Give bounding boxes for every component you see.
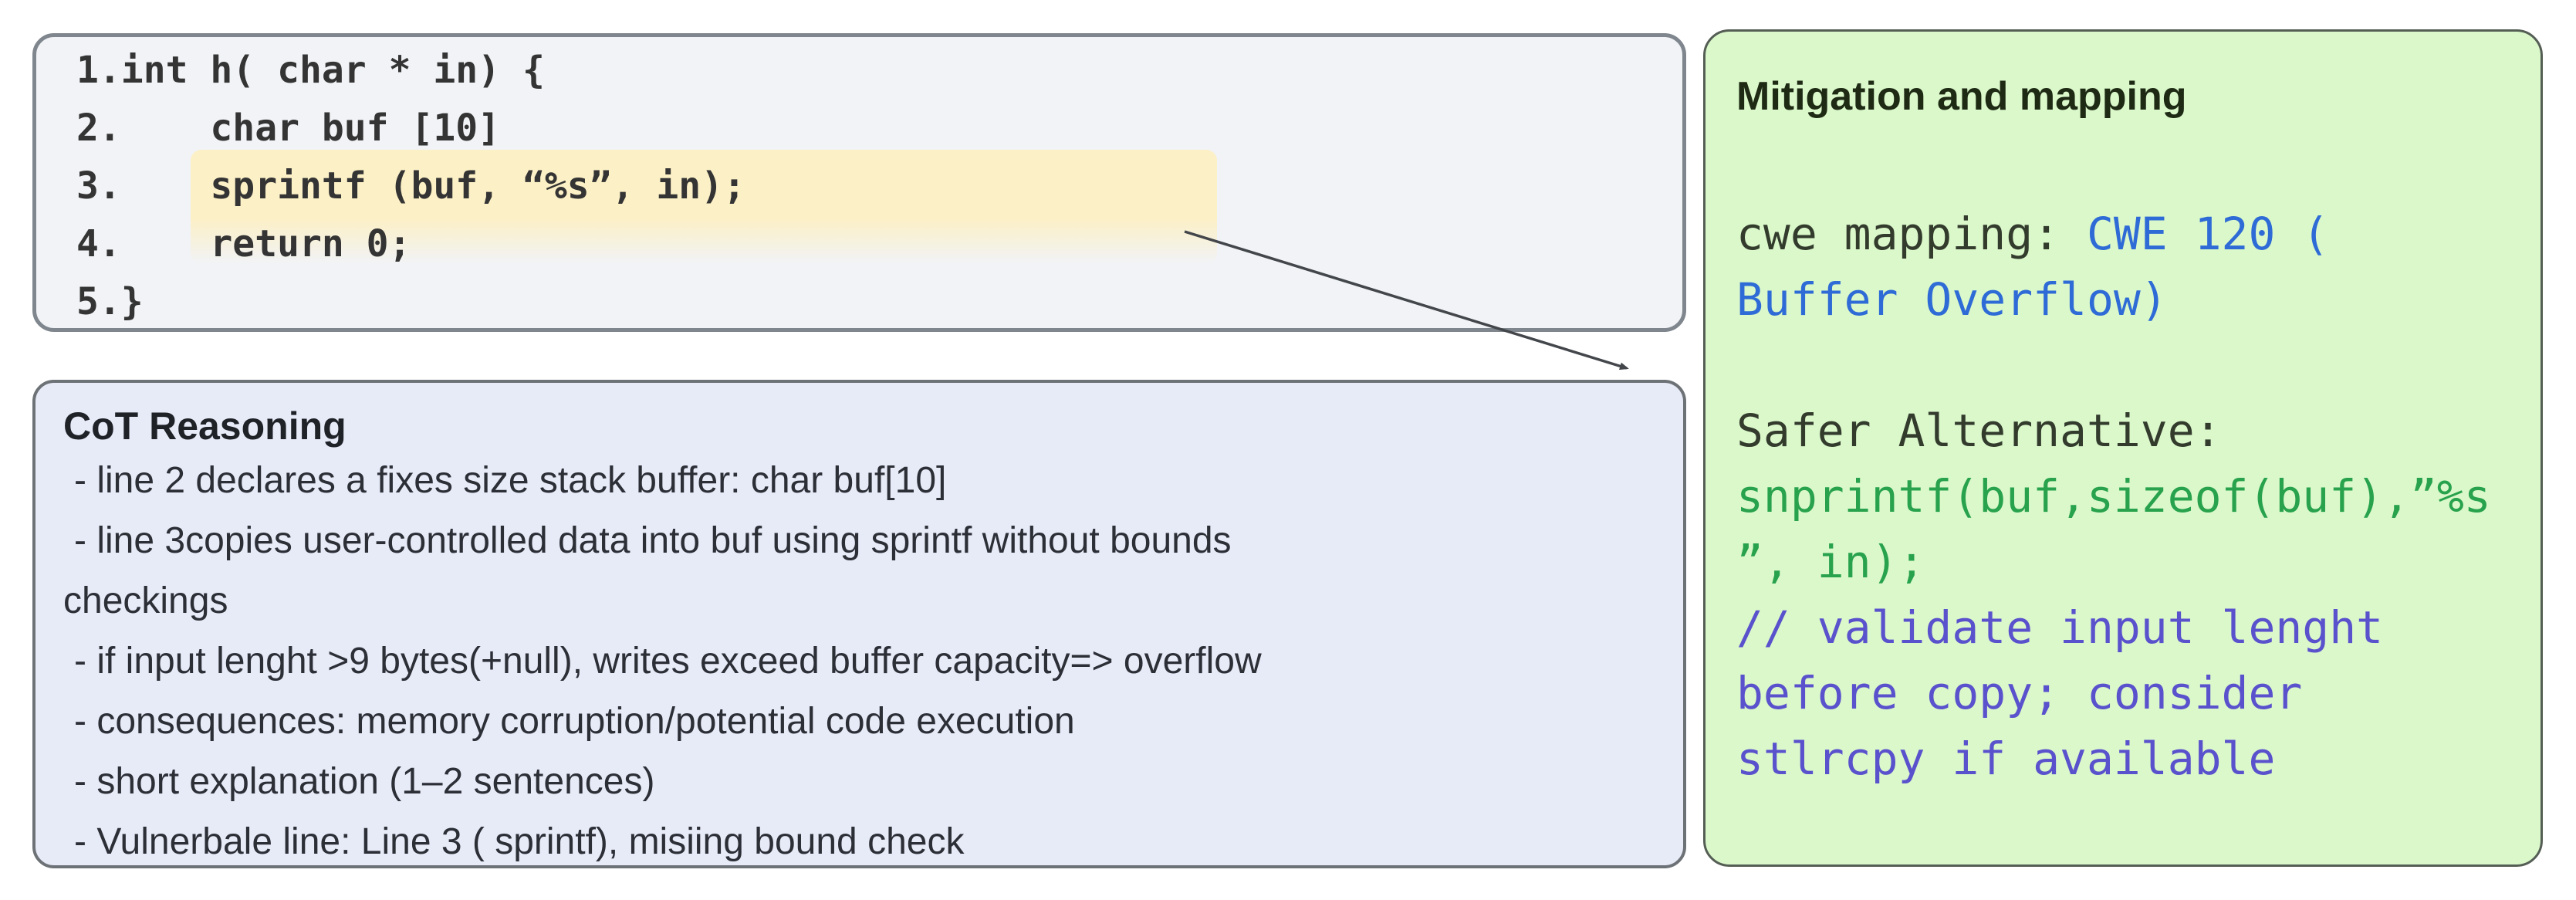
code-line-5: 5.}	[76, 280, 144, 323]
cot-reasoning-panel: CoT Reasoning - line 2 declares a fixes …	[32, 380, 1686, 868]
cwe-mapping-row: cwe mapping: CWE 120 (	[1736, 201, 2510, 267]
code-line-1: 1.int h( char * in) {	[76, 49, 545, 92]
comment-text-2: before copy; consider	[1736, 667, 2303, 719]
snprintf-code-text-2: ”, in);	[1736, 536, 1925, 588]
safer-alternative-label-row: Safer Alternative:	[1736, 398, 2510, 464]
vulnerable-line-highlight	[191, 150, 1217, 264]
cot-bullet-short-explanation: - short explanation (1–2 sentences)	[74, 761, 655, 802]
cwe-mapping-label: cwe mapping:	[1736, 208, 2087, 260]
code-line-4: 4. return 0;	[76, 222, 411, 266]
code-line-2: 2. char buf [10]	[76, 107, 501, 150]
comment-text-1: // validate input lenght	[1736, 601, 2384, 654]
comment-row-3: stlrcpy if available	[1736, 726, 2510, 792]
comment-text-3: stlrcpy if available	[1736, 733, 2276, 785]
safer-alternative-label: Safer Alternative:	[1736, 404, 2222, 457]
cot-bullet-consequences: - consequences: memory corruption/potent…	[74, 701, 1075, 742]
comment-row-1: // validate input lenght	[1736, 595, 2510, 661]
code-line-3-vulnerable: 3. sprintf (buf, “%s”, in);	[76, 164, 745, 208]
code-lines: 1.int h( char * in) { 2. char buf [10] 3…	[76, 42, 1667, 331]
code-snippet-panel: 1.int h( char * in) { 2. char buf [10] 3…	[32, 33, 1686, 332]
cwe-id-text: CWE 120 (	[2086, 208, 2330, 260]
mitigation-mapping-title: Mitigation and mapping	[1736, 74, 2187, 119]
cot-bullet-line3-wrap: checkings	[63, 580, 228, 621]
snprintf-code-row-1: snprintf(buf,sizeof(buf),”%s	[1736, 464, 2510, 530]
blank-row	[1736, 333, 2510, 398]
cot-reasoning-title: CoT Reasoning	[63, 404, 347, 448]
mitigation-mapping-panel: Mitigation and mapping cwe mapping: CWE …	[1703, 29, 2543, 867]
comment-row-2: before copy; consider	[1736, 661, 2510, 726]
cot-bullet-input-length: - if input lenght >9 bytes(+null), write…	[74, 641, 1262, 682]
cot-bullet-line3: - line 3copies user-controlled data into…	[74, 520, 1232, 561]
cot-bullet-vulnerable-line: - Vulnerbale line: Line 3 ( sprintf), mi…	[74, 821, 965, 862]
cwe-name-text: Buffer Overflow)	[1736, 273, 2168, 326]
cot-bullet-line2: - line 2 declares a fixes size stack buf…	[74, 460, 947, 501]
snprintf-code-row-2: ”, in);	[1736, 530, 2510, 595]
cwe-name-row: Buffer Overflow)	[1736, 267, 2510, 333]
snprintf-code-text-1: snprintf(buf,sizeof(buf),”%s	[1736, 470, 2491, 523]
